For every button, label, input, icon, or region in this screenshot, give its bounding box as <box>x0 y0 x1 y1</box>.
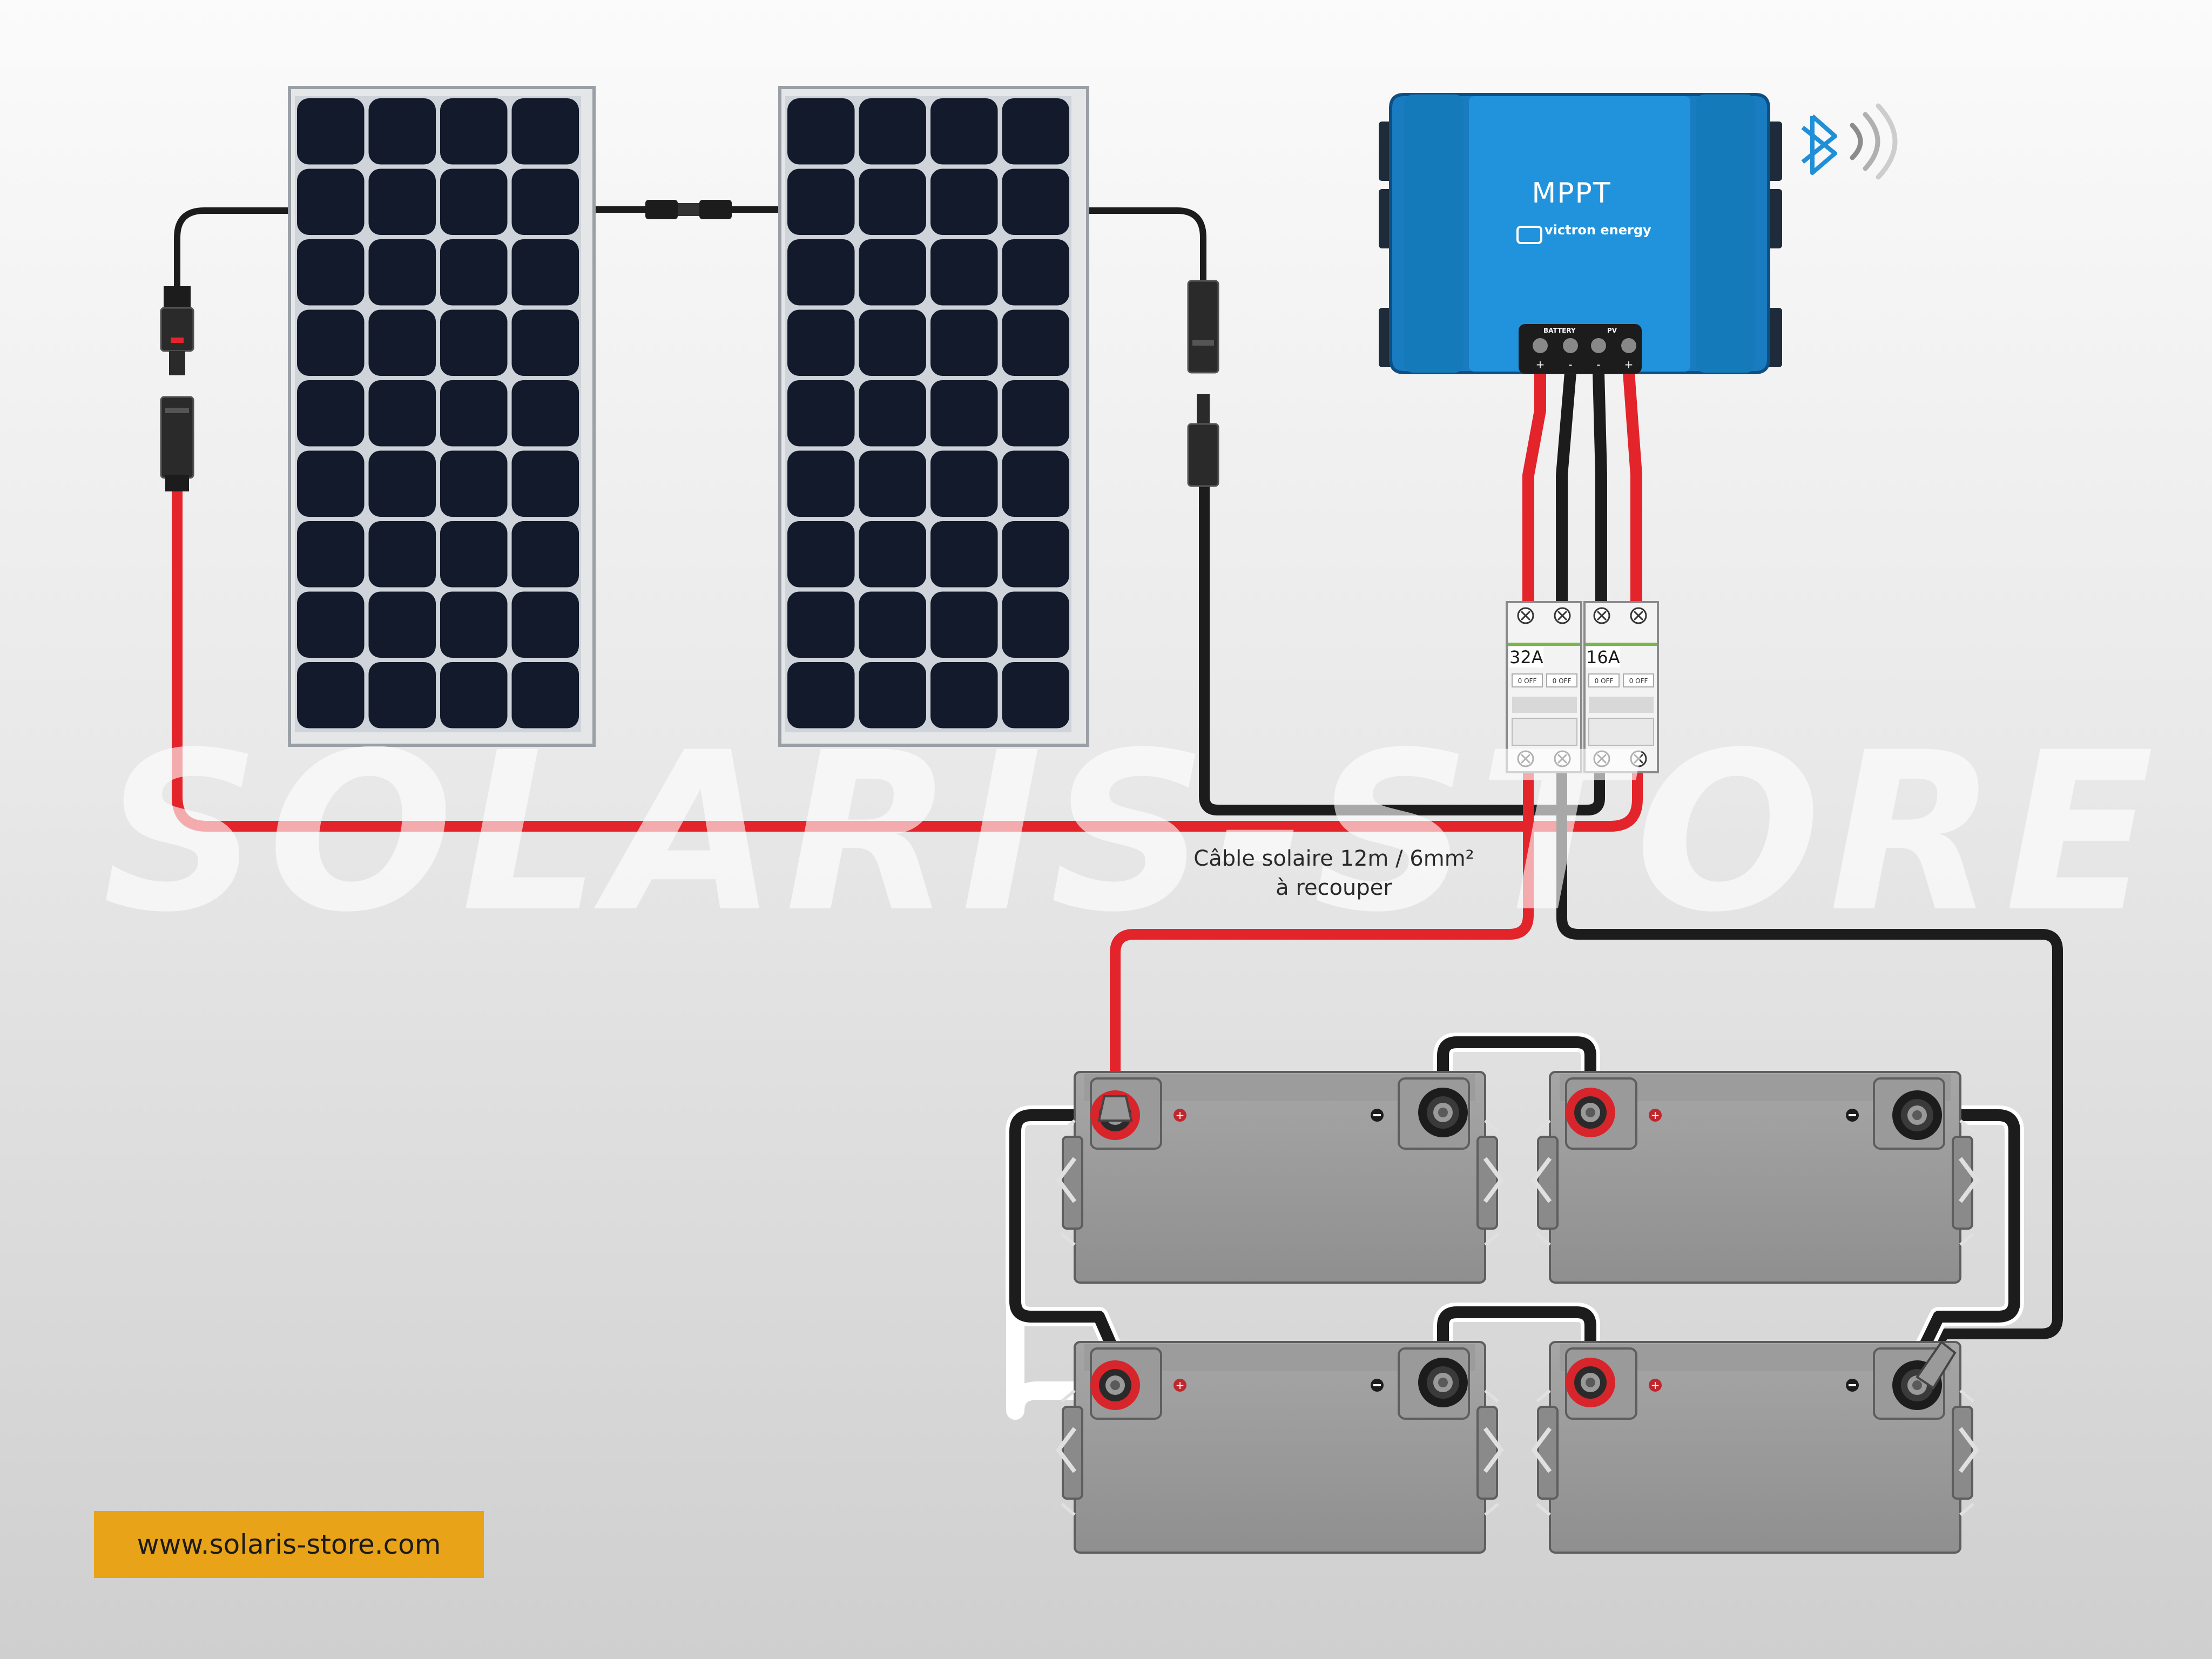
battery-negative-cable <box>1556 761 2063 1369</box>
mppt-label: MPPT <box>1532 177 1611 210</box>
cable-note: Câble solaire 12m / 6mm² à recouper <box>1123 844 1545 902</box>
wireless-signal-icon <box>1850 103 1898 180</box>
cable-note-line2: à recouper <box>1276 875 1392 900</box>
pv-negative-cable <box>1199 481 1605 815</box>
svg-text:-: - <box>1596 358 1600 371</box>
mc4-connector-right-female <box>1187 280 1219 374</box>
breaker-32a: 0 OFF 0 OFF <box>1506 601 1582 773</box>
terminal-bl-negative <box>1418 1358 1468 1407</box>
website-badge[interactable]: www.solaris-store.com <box>94 1511 484 1578</box>
svg-text:+: + <box>1624 358 1634 371</box>
terminal-bl-positive <box>1090 1360 1140 1410</box>
inline-mc4-connector <box>645 200 732 219</box>
mc4-connector-left-male <box>160 286 194 375</box>
mppt-controller: + - - + <box>1379 93 1782 374</box>
mc4-connector-right-male <box>1187 394 1219 487</box>
svg-text:0 OFF: 0 OFF <box>1595 677 1614 685</box>
cable-note-line1: Câble solaire 12m / 6mm² <box>1193 846 1474 871</box>
svg-text:0 OFF: 0 OFF <box>1629 677 1648 685</box>
terminal-tl-negative <box>1418 1088 1468 1137</box>
terminal-tr-negative <box>1892 1090 1942 1140</box>
mc4-connector-left-female <box>160 396 194 491</box>
solar-panel-1 <box>288 86 596 747</box>
svg-text:0 OFF: 0 OFF <box>1553 677 1572 685</box>
battery-positive-cable <box>1110 761 1534 1102</box>
watermark: SOLARIS-STORE <box>103 705 2162 960</box>
pv-positive-cable <box>172 486 1643 832</box>
battery-terminal-label: BATTERY <box>1543 327 1576 334</box>
breaker-16a: 0 OFF 0 OFF <box>1583 601 1659 773</box>
terminal-br-positive <box>1566 1358 1615 1407</box>
solar-panel-2 <box>778 86 1089 747</box>
breaker-16a-rating: 16A <box>1586 647 1620 667</box>
svg-text:+: + <box>1536 358 1545 371</box>
svg-text:0 OFF: 0 OFF <box>1518 677 1537 685</box>
victron-brand-label: victron energy <box>1545 222 1651 238</box>
website-url[interactable]: www.solaris-store.com <box>137 1529 441 1560</box>
breaker-32a-rating: 32A <box>1509 647 1543 667</box>
bluetooth-icon <box>1801 114 1837 175</box>
terminal-tr-positive <box>1566 1088 1615 1137</box>
pv-terminal-label: PV <box>1607 327 1617 334</box>
svg-text:-: - <box>1568 358 1572 371</box>
